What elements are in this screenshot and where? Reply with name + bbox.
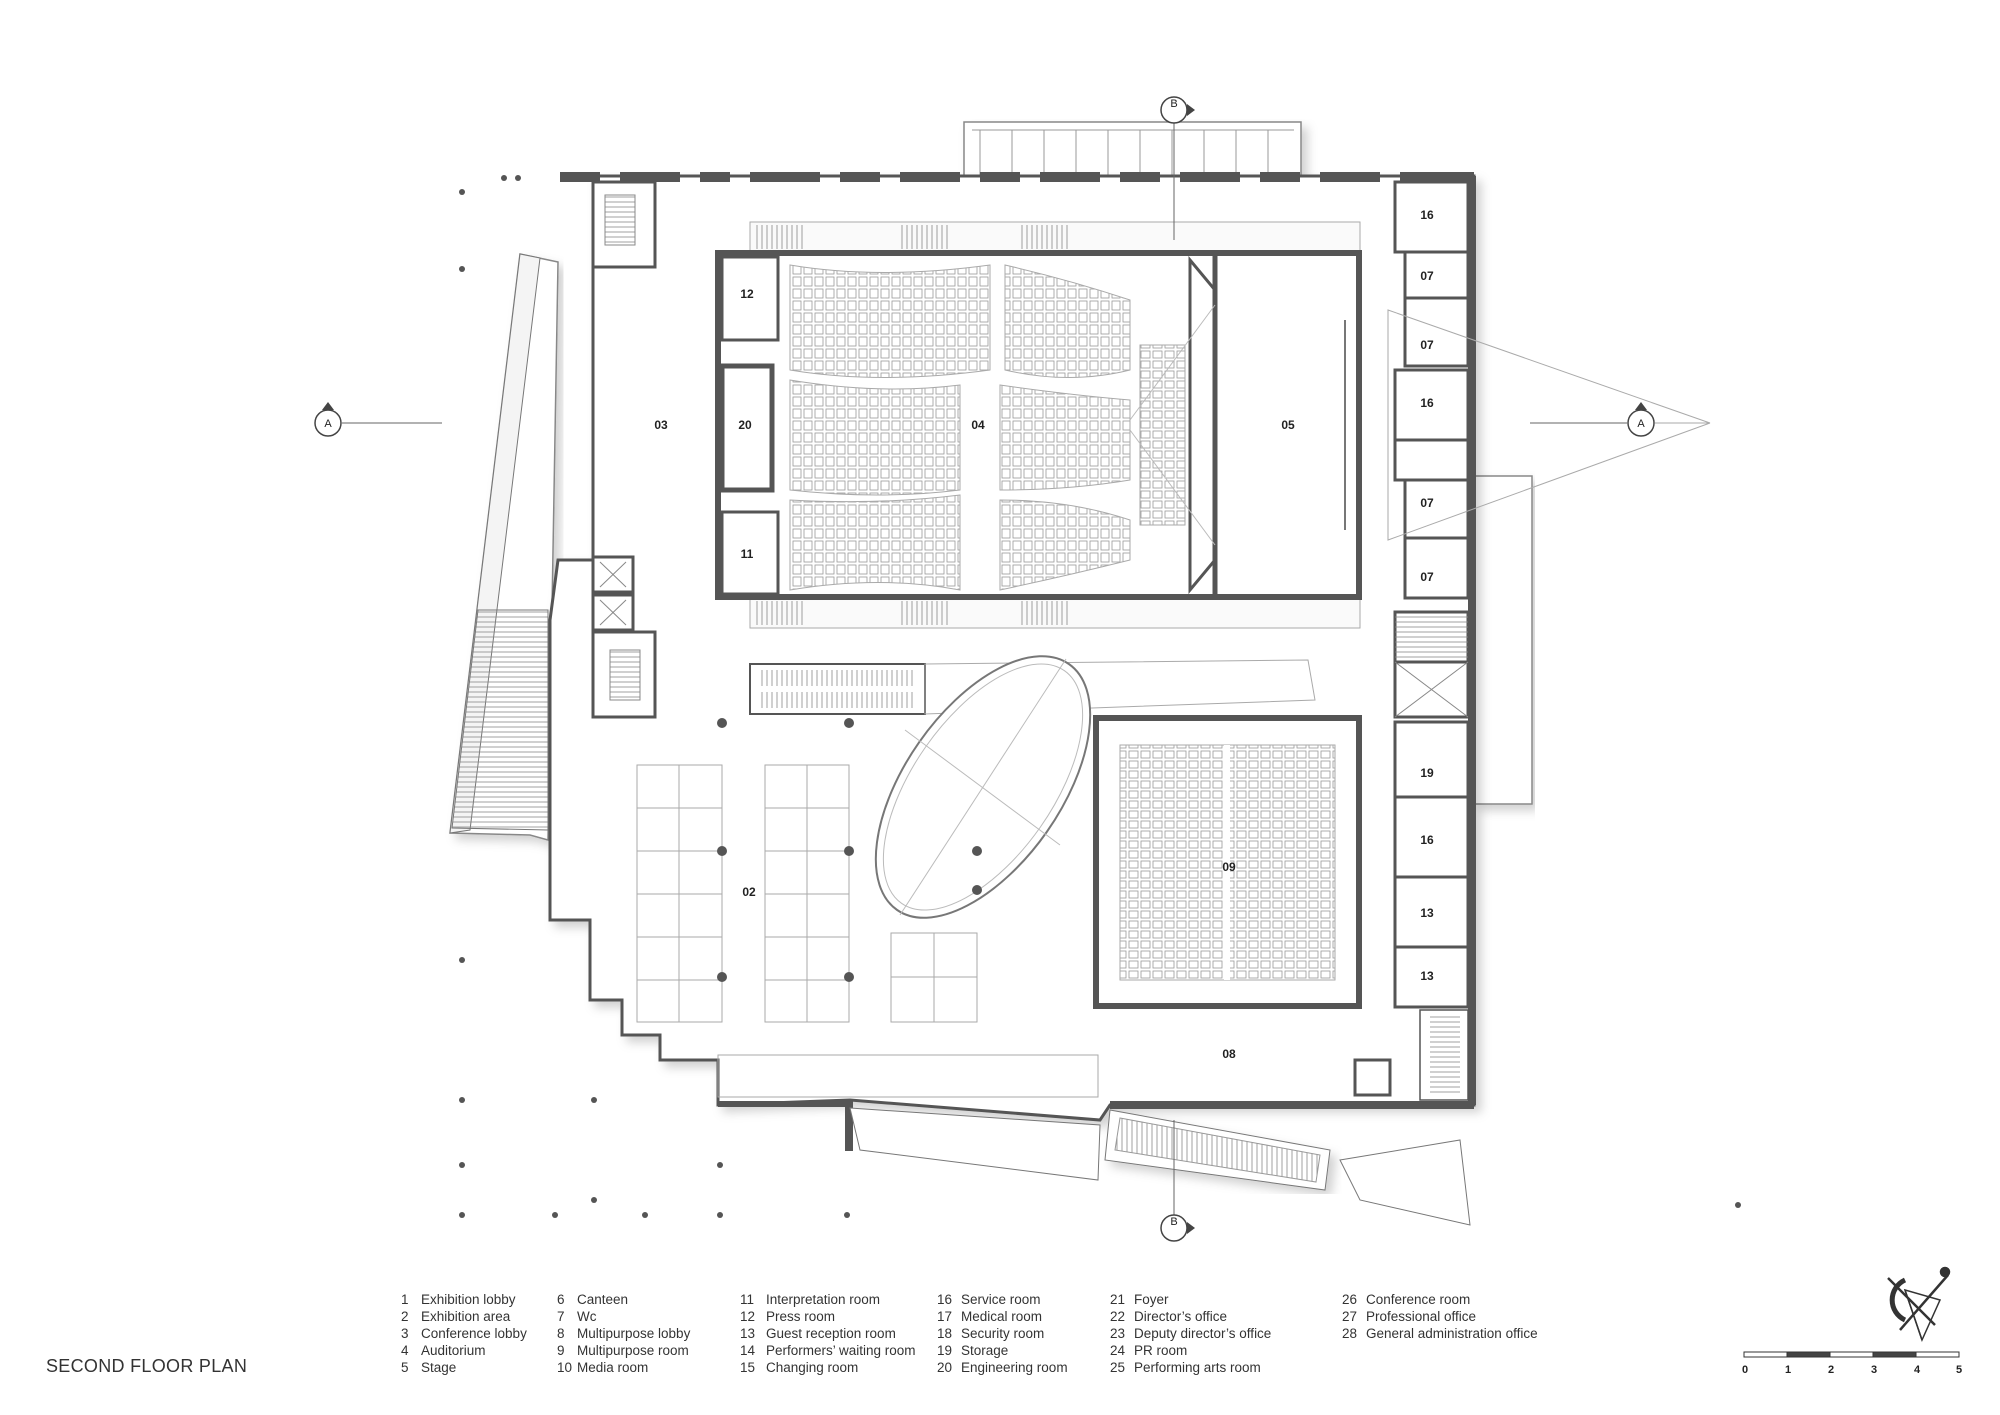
section-marker-b-bottom: B (1160, 1214, 1195, 1242)
elevator-core-west (591, 555, 657, 719)
room-labels: 03 04 05 12 20 11 02 09 08 16 07 07 16 0… (654, 208, 1434, 1061)
room-label: 08 (1222, 1047, 1236, 1061)
elliptical-atrium (874, 655, 1092, 919)
room-label: 13 (1420, 969, 1434, 983)
south-ramp-stair (849, 1107, 1471, 1226)
columns (459, 175, 1741, 1218)
room-label: 16 (1420, 833, 1434, 847)
room-label: 12 (740, 287, 754, 301)
scale-tick-label: 3 (1871, 1364, 1878, 1376)
room-label: 19 (1420, 766, 1434, 780)
room-label: 07 (1420, 269, 1434, 283)
scale-tick-label: 5 (1956, 1364, 1963, 1376)
room-label: 07 (1420, 570, 1434, 584)
drawing-title: SECOND FLOOR PLAN (46, 1356, 248, 1376)
room-label: 02 (742, 885, 756, 899)
section-marker-a-left: A (314, 402, 342, 437)
room-label: 13 (1420, 906, 1434, 920)
stair-core-nw (591, 180, 657, 269)
auditorium (715, 250, 1362, 600)
room-label: 16 (1420, 208, 1434, 222)
scale-tick-label: 1 (1785, 1364, 1792, 1376)
svg-text:A: A (324, 418, 332, 430)
room-label: 11 (741, 547, 754, 561)
room-label: 09 (1222, 860, 1236, 874)
section-marker-a-right: A (1627, 402, 1655, 437)
svg-text:B: B (1170, 1216, 1177, 1228)
scale-tick-label: 2 (1828, 1364, 1835, 1376)
north-arrow-icon (1887, 1266, 1951, 1343)
room-label: 20 (738, 418, 752, 432)
escalators (749, 659, 1316, 715)
room-label: 16 (1420, 396, 1434, 410)
room-label: 07 (1420, 496, 1434, 510)
section-marker-b-top: B (1160, 96, 1195, 124)
room-label: 05 (1281, 418, 1295, 432)
north-canopy (963, 121, 1302, 179)
scale-bar (1743, 1351, 1960, 1358)
scale-tick-label: 4 (1914, 1364, 1921, 1376)
scale-tick-label: 0 (1742, 1364, 1749, 1376)
multipurpose-room (1093, 715, 1362, 1009)
section-lines (342, 122, 1711, 1215)
room-label: 04 (971, 418, 985, 432)
room-label: 03 (654, 418, 668, 432)
west-ramp-stair (449, 253, 559, 841)
svg-text:B: B (1170, 98, 1177, 110)
exhibition-grids (636, 764, 1099, 1098)
room-label: 07 (1420, 338, 1434, 352)
svg-text:A: A (1637, 418, 1645, 430)
east-canopy (1473, 475, 1533, 805)
